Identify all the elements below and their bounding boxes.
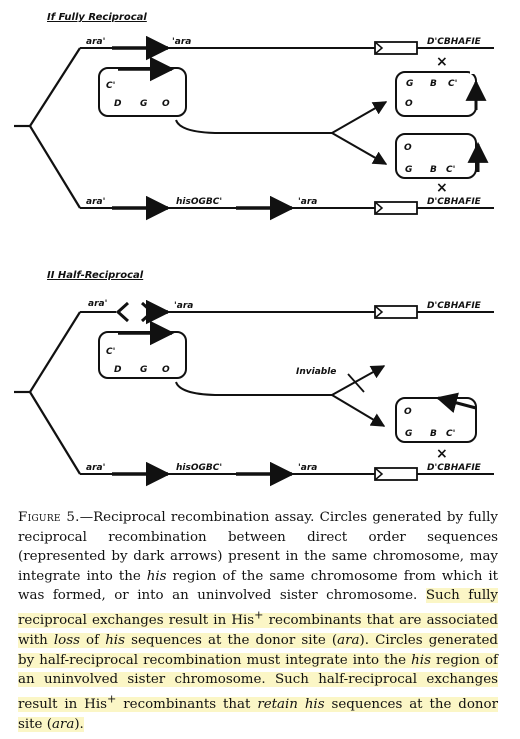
caption-text-2: region of the same chromosome from which… <box>18 568 498 604</box>
caption-his-3: his <box>411 652 431 668</box>
panel2-circle-o: O <box>162 365 170 375</box>
panel1-excised-circle <box>98 56 187 117</box>
panel1-product-same-chromosome <box>395 70 487 117</box>
panel2-excised-circle <box>98 320 187 379</box>
panel2-product-sister-chromosome <box>395 392 477 443</box>
caption-retain: retain <box>257 697 298 713</box>
panel2-top-chromosome <box>80 299 494 325</box>
panel1-p2-b: B <box>430 165 437 175</box>
panel2-bottom-chromosome <box>80 461 494 487</box>
caption-ara-1: ara <box>337 633 360 649</box>
caption-h6: region of an uninvolved sister chromosom… <box>18 652 498 713</box>
caption-highlight: Such fully reciprocal exchanges result i… <box>18 588 499 732</box>
panel1-circle-g: G <box>140 99 147 109</box>
panel1-p1-b: B <box>430 79 437 89</box>
caption-h4: sequences at the donor site ( <box>124 633 338 649</box>
panel2-integration-arrows <box>175 365 386 427</box>
panel1-integration-arrows <box>175 101 388 165</box>
panel2-bottom-ara-right: 'ara <box>298 463 317 473</box>
caption-h9: sequences at the donor site ( <box>18 697 498 732</box>
figure-caption: Figure 5.—Reciprocal recombination assay… <box>18 508 499 734</box>
panel2-p-o: O <box>404 407 412 417</box>
panel2-ara-right: 'ara <box>174 301 193 311</box>
caption-h3: of <box>79 633 106 649</box>
figure-diagram: If Fully Reciprocal ara' 'ara D'CBHAFIE … <box>14 12 494 487</box>
panel1-top-chromosome <box>80 35 494 61</box>
panel1-bottom-ara-left: ara' <box>86 197 105 207</box>
panel1-bottom-his: hisOGBC' <box>176 197 222 207</box>
panel1-p1-g: G <box>406 79 413 89</box>
panel1-donor-genes: D'CBHAFIE <box>427 37 482 47</box>
panel2-p-b: B <box>430 429 437 439</box>
panel2-circle-c: C' <box>106 347 115 357</box>
panel1-crossover-top: × <box>436 54 448 70</box>
panel1-ara-left: ara' <box>86 37 105 47</box>
caption-his-4: his <box>304 697 325 713</box>
panel1-p2-c: C' <box>446 165 455 175</box>
panel1-bottom-genes: D'CBHAFIE <box>427 197 482 207</box>
panel2-p-c: C' <box>446 429 455 439</box>
panel1-p1-o: O <box>405 99 413 109</box>
caption-h7: recombinants that <box>116 697 258 713</box>
panel1-chromosome-branch <box>14 47 81 209</box>
panel1-ara-right: 'ara <box>172 37 191 47</box>
caption-text-1: Reciprocal recombination assay. Circles … <box>18 510 498 584</box>
panel1-circle-o: O <box>162 99 170 109</box>
caption-ara-2: ara <box>51 716 75 732</box>
panel2-circle-d: D <box>114 365 122 375</box>
panel2-bottom-ara-left: ara' <box>86 463 105 473</box>
panel1-circle-d: D <box>114 99 122 109</box>
panel1-product-sister-chromosome <box>395 133 489 179</box>
panel2-inviable-label: Inviable <box>296 367 336 377</box>
caption-h5: ). Circles generated by half-reciprocal … <box>18 633 499 668</box>
caption-loss: loss <box>53 633 80 649</box>
panel2-p-g: G <box>405 429 412 439</box>
panel1-p1-c: C' <box>448 79 457 89</box>
panel2-title: II Half-Reciprocal <box>47 270 144 281</box>
panel1-p2-g: G <box>405 165 412 175</box>
panel1-circle-c: C' <box>106 81 115 91</box>
caption-h10: ). <box>74 716 84 732</box>
panel2-crossover: × <box>436 446 448 462</box>
caption-h2: recombinants that are associated with <box>18 613 498 649</box>
caption-h1: Such fully reciprocal exchanges result i… <box>18 588 499 629</box>
panel1-bottom-chromosome <box>80 195 494 221</box>
caption-his-1: his <box>146 568 167 584</box>
caption-plus-1: + <box>254 608 264 622</box>
panel2-bottom-his: hisOGBC' <box>176 463 222 473</box>
caption-his-2: his <box>105 633 125 649</box>
panel2-bottom-genes: D'CBHAFIE <box>427 463 482 473</box>
panel1-title: If Fully Reciprocal <box>47 12 147 23</box>
panel2-chromosome-branch <box>14 311 81 475</box>
caption-label: Figure 5. <box>18 510 80 525</box>
panel2-ara-left: ara' <box>88 299 107 309</box>
panel1-p2-o: O <box>404 143 412 153</box>
caption-plus-2: + <box>107 692 117 706</box>
panel2-donor-genes: D'CBHAFIE <box>427 301 482 311</box>
panel1-crossover-bottom: × <box>436 180 448 196</box>
panel2-circle-g: G <box>140 365 147 375</box>
caption-h8 <box>298 697 305 712</box>
panel1-bottom-ara-right: 'ara <box>298 197 317 207</box>
caption-dash: — <box>79 510 94 525</box>
